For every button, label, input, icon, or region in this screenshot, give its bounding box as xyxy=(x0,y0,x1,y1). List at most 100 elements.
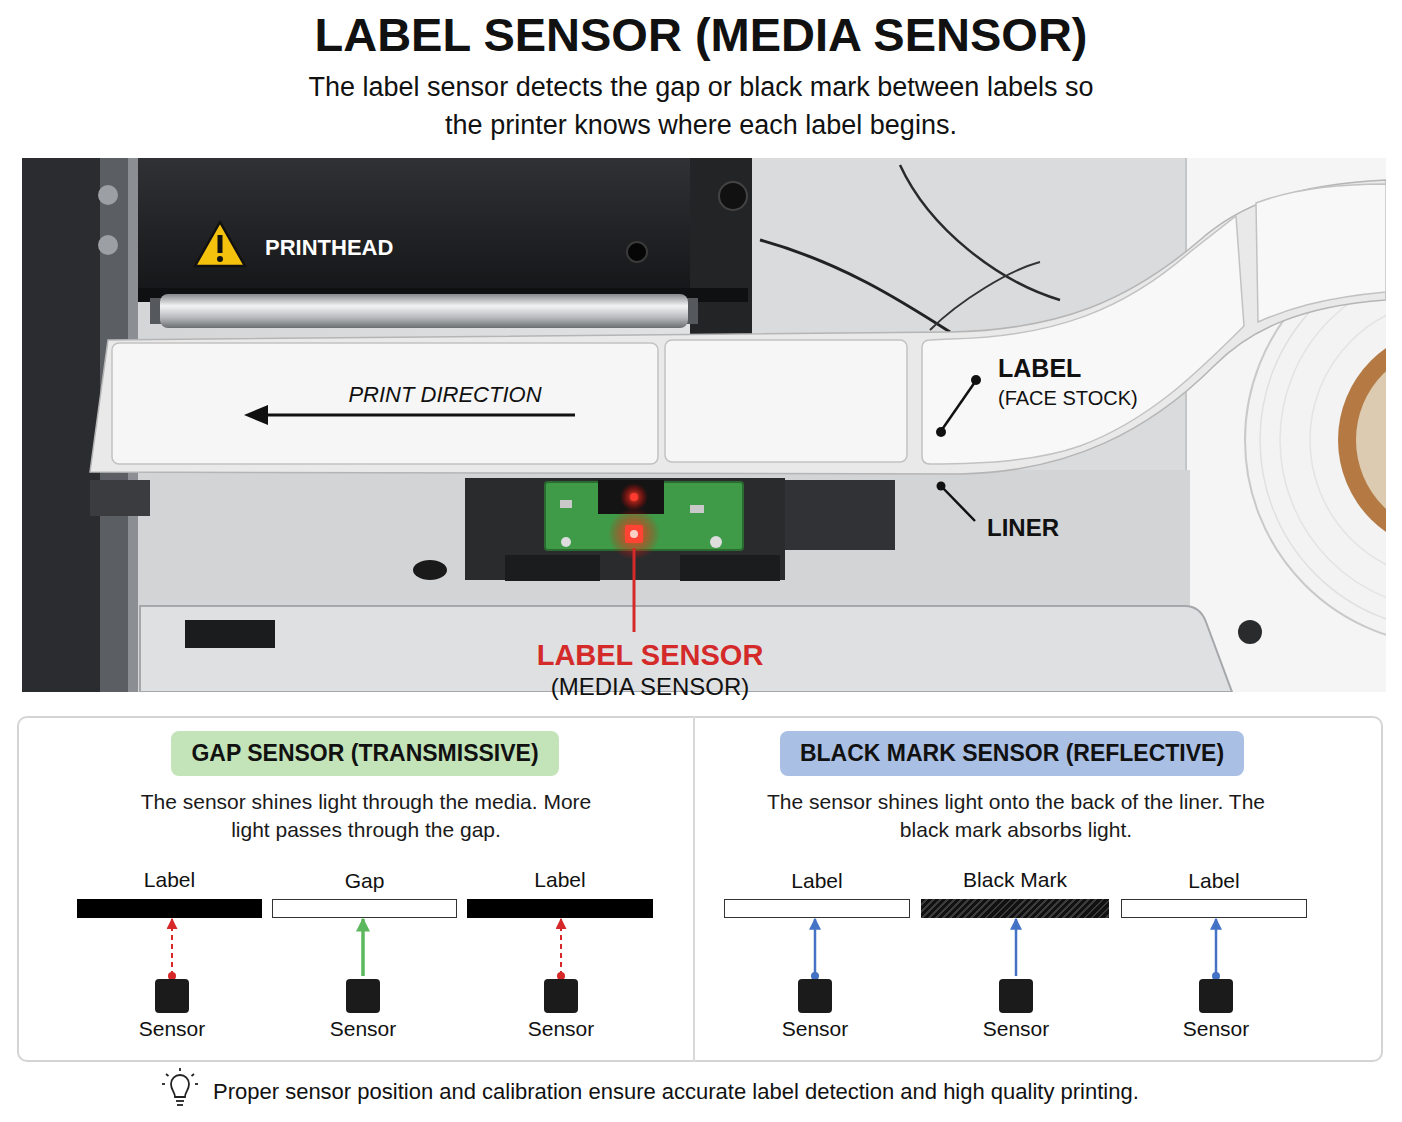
sensor-label: Sensor xyxy=(528,1017,595,1041)
leader-line xyxy=(937,482,976,522)
heading-badge: GAP SENSOR (TRANSMISSIVE) xyxy=(171,731,558,776)
cable xyxy=(930,262,1040,330)
label-face-stock xyxy=(922,216,1244,464)
sensor-label: Sensor xyxy=(1183,1017,1250,1041)
sensor-block: Sensor xyxy=(346,979,380,1013)
printer-frame xyxy=(185,620,275,648)
label-liner-strip xyxy=(90,180,1386,474)
warning-symbol xyxy=(195,222,245,266)
label-bar: Label xyxy=(724,899,910,918)
part-label: PRINTHEAD xyxy=(265,235,393,261)
roll-holder-post xyxy=(1238,620,1262,644)
label-liner-strip xyxy=(90,180,1386,474)
label-roll xyxy=(1310,300,1386,580)
sensor-type-panel: The sensor shines light through the medi… xyxy=(17,716,695,1062)
back-wall xyxy=(740,158,1190,478)
label-roll xyxy=(1260,250,1386,630)
sensor-assembly xyxy=(608,508,660,560)
part-sublabel: (FACE STOCK) xyxy=(998,386,1138,410)
light-beam-arrow xyxy=(560,919,562,976)
label-bar: Label xyxy=(467,899,653,918)
printer-frame xyxy=(98,185,118,205)
printer-frame xyxy=(100,158,136,692)
sensor-leader-line xyxy=(633,548,636,632)
printer-frame xyxy=(90,480,150,516)
label-face-stock xyxy=(112,343,658,464)
sensor-block: Sensor xyxy=(155,979,189,1013)
sensor-assembly xyxy=(598,480,664,514)
light-beam-arrow xyxy=(171,919,173,976)
sensor-label: Sensor xyxy=(782,1017,849,1041)
floor-plate xyxy=(100,470,1190,608)
printer-frame xyxy=(22,158,275,692)
panel-description: The sensor shines light onto the back of… xyxy=(756,788,1276,844)
lightbulb-icon xyxy=(192,1074,195,1076)
sensor-block: Sensor xyxy=(798,979,832,1013)
printhead xyxy=(627,242,647,262)
sensor-assembly xyxy=(560,500,572,508)
media-label: Label xyxy=(144,868,195,892)
subtitle: The label sensor detects the gap or blac… xyxy=(291,68,1111,144)
sensor-assembly xyxy=(620,483,648,511)
sensor-assembly xyxy=(545,482,743,550)
leader-line xyxy=(941,486,975,521)
printhead xyxy=(138,288,748,302)
leader-line xyxy=(936,427,946,437)
media-label: Black Mark xyxy=(963,868,1067,892)
sensor-assembly xyxy=(465,478,785,580)
leader-line xyxy=(941,382,975,431)
floor-hole xyxy=(413,560,447,580)
platen-roller xyxy=(150,294,698,328)
platen-roller xyxy=(160,294,688,328)
leader-line xyxy=(937,482,946,491)
sensor-label: Sensor xyxy=(139,1017,206,1041)
part-sublabel: (MEDIA SENSOR) xyxy=(551,673,750,702)
heading-badge: BLACK MARK SENSOR (REFLECTIVE) xyxy=(780,731,1244,776)
lightbulb-icon xyxy=(171,1075,189,1097)
cable xyxy=(900,165,1060,300)
black-mark-bar: Black Mark xyxy=(921,899,1109,918)
warning-symbol xyxy=(217,256,223,262)
warning-symbol xyxy=(195,222,245,266)
lightbulb-icon xyxy=(195,1083,198,1085)
gap-bar: Gap xyxy=(272,899,457,918)
lightbulb-icon xyxy=(166,1074,169,1076)
sensor-label: Sensor xyxy=(330,1017,397,1041)
sensor-block: Sensor xyxy=(1199,979,1233,1013)
leader-line xyxy=(971,375,981,385)
sensor-assembly xyxy=(680,555,780,581)
platen-roller xyxy=(150,298,164,324)
caption-note: Proper sensor position and calibration e… xyxy=(213,1079,1139,1105)
printer-scene xyxy=(22,158,1386,692)
leader-line xyxy=(936,375,981,437)
diagram-title: LABEL SENSOR (MEDIA SENSOR) xyxy=(0,8,1402,62)
scene-background xyxy=(22,158,1386,692)
sensor-assembly xyxy=(785,480,895,550)
sensor-assembly xyxy=(465,478,895,581)
sensor-assembly xyxy=(630,493,638,501)
label-face-stock xyxy=(665,340,907,462)
label-bar: Label xyxy=(77,899,262,918)
platen-roller xyxy=(684,298,698,324)
sensor-block: Sensor xyxy=(544,979,578,1013)
direction-label: PRINT DIRECTION xyxy=(348,382,541,408)
panel-heading: BLACK MARK SENSOR (REFLECTIVE) xyxy=(800,731,1224,776)
sensor-assembly xyxy=(710,536,722,548)
printhead xyxy=(138,158,752,348)
label-roll xyxy=(1356,346,1386,534)
printer-frame xyxy=(22,158,134,692)
media-label: Gap xyxy=(345,869,385,893)
media-label: Label xyxy=(791,869,842,893)
label-roll xyxy=(1245,235,1386,645)
label-face-stock xyxy=(112,184,1386,464)
sensor-assembly xyxy=(625,525,643,543)
panel-description: The sensor shines light through the medi… xyxy=(136,788,596,844)
printhead xyxy=(719,182,747,210)
label-face-stock xyxy=(1256,184,1386,322)
print-direction-arrow xyxy=(244,405,575,425)
printhead xyxy=(690,158,752,348)
label-bar: Label xyxy=(1121,899,1307,918)
part-label: LINER xyxy=(987,514,1059,543)
lightbulb-icon xyxy=(162,1068,198,1105)
